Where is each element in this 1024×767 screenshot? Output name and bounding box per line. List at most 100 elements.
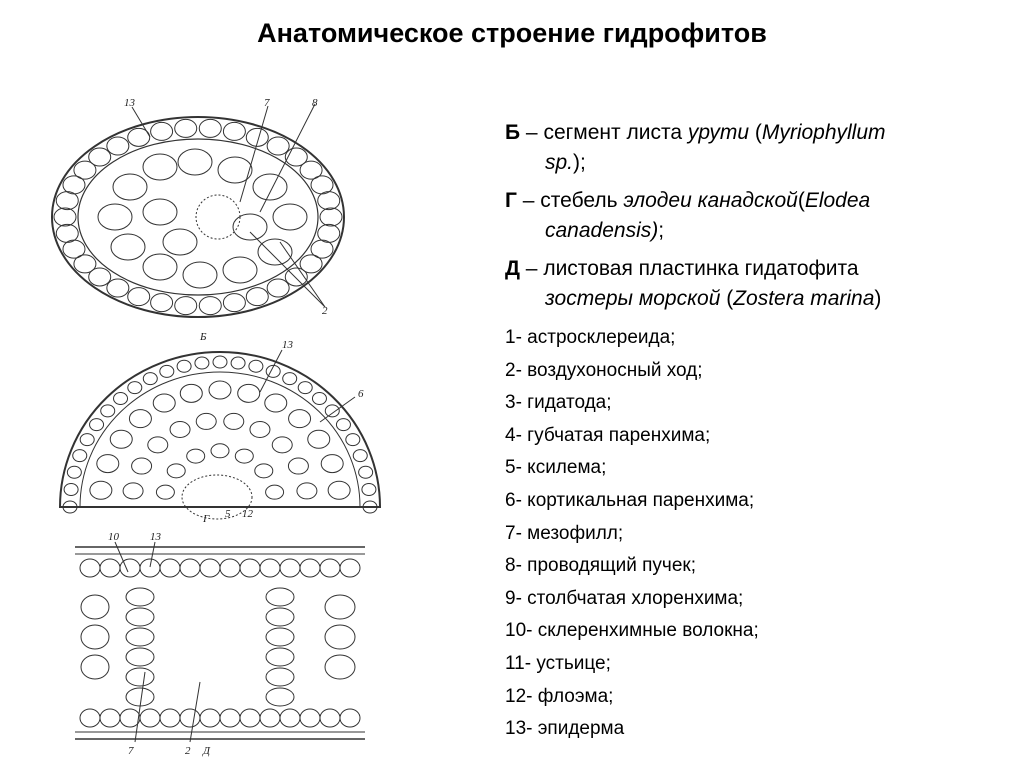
cell-outline [265, 667, 295, 687]
cell-outline [139, 558, 161, 578]
cell-outline [179, 383, 203, 403]
legend-item: 12- флоэма; [505, 685, 614, 707]
cell-outline [282, 372, 298, 386]
cell-outline [217, 156, 253, 184]
cell-outline [119, 708, 141, 728]
cell-outline [271, 436, 293, 454]
cell-outline [80, 624, 110, 650]
legend-item: 3- гидатода; [505, 392, 612, 414]
cell-outline [99, 558, 121, 578]
cell-outline [150, 293, 174, 313]
cell-outline [186, 448, 206, 464]
label-b12: 12 [242, 508, 254, 520]
cell-outline [299, 558, 321, 578]
cell-outline [72, 449, 88, 463]
cell-outline [239, 708, 261, 728]
label-b6: 6 [358, 388, 364, 400]
legend-item: 13- эпидерма [505, 718, 625, 740]
cell-outline [324, 624, 356, 650]
cell-outline [155, 484, 175, 500]
cell-outline [272, 203, 308, 231]
legend-item: 9- столбчатая хлоренхима; [505, 587, 744, 609]
cell-outline [361, 483, 377, 497]
cell-outline [362, 500, 378, 514]
cell-outline [257, 238, 293, 266]
cell-outline [198, 296, 222, 316]
cell-outline [127, 287, 151, 307]
cell-outline [162, 228, 198, 256]
legend-item: 8- проводящий пучек; [505, 555, 696, 577]
label-c7: 7 [128, 745, 134, 757]
cell-outline [125, 647, 155, 667]
label-b13: 13 [282, 339, 294, 351]
legend-item: 4- губчатая паренхима; [505, 424, 711, 446]
cell-outline [259, 708, 281, 728]
label-b-letter: Г [202, 513, 210, 525]
cell-outline [319, 207, 343, 227]
cell-outline [159, 558, 181, 578]
cell-outline [310, 239, 334, 259]
figure-g-stem [58, 349, 382, 520]
cell-outline [195, 412, 217, 430]
label-b5: 5 [225, 508, 231, 520]
cell-outline [288, 409, 312, 429]
cell-outline [159, 708, 181, 728]
cell-outline [345, 433, 361, 447]
cell-outline [96, 454, 120, 474]
cell-outline [287, 457, 309, 475]
cell-outline [324, 404, 340, 418]
cell-outline [174, 296, 198, 316]
cell-outline [62, 175, 86, 195]
cell-outline [80, 594, 110, 620]
legend-item: 7- мезофилл; [505, 522, 624, 544]
cell-outline [279, 558, 301, 578]
cell-outline [358, 465, 374, 479]
cell-outline [297, 381, 313, 395]
cell-outline [232, 213, 268, 241]
label-a2: 2 [322, 305, 328, 317]
cell-outline [131, 457, 153, 475]
cell-outline [166, 463, 186, 479]
cell-outline [265, 607, 295, 627]
cell-outline [142, 153, 178, 181]
cell-outline [299, 708, 321, 728]
cell-outline [142, 198, 178, 226]
cell-outline [319, 558, 341, 578]
cell-outline [307, 429, 331, 449]
cell-outline [352, 449, 368, 463]
cell-outline [259, 558, 281, 578]
cell-outline [79, 433, 95, 447]
cell-outline [223, 412, 245, 430]
cell-outline [319, 708, 341, 728]
cell-outline [89, 480, 113, 500]
cell-outline [80, 654, 110, 680]
cell-outline [317, 223, 341, 243]
cell-outline [174, 118, 198, 138]
cell-outline [284, 267, 308, 287]
legend-header-g: Г – стебель элодеи канадской(Elodea cana… [505, 189, 871, 242]
cell-outline [112, 173, 148, 201]
cell-outline [79, 558, 101, 578]
cell-outline [198, 118, 222, 138]
label-a7: 7 [264, 97, 270, 109]
label-c10: 10 [108, 531, 120, 543]
cell-outline [310, 175, 334, 195]
cell-outline [62, 239, 86, 259]
legend-header-d: Д – листовая пластинка гидатофита зостер… [505, 257, 882, 310]
page-title: Анатомическое строение гидрофитов [257, 18, 767, 48]
cell-outline [234, 448, 254, 464]
anatomy-drawing: 13 7 8 2 Б 13 6 5 12 Г [51, 97, 382, 757]
anatomy-figure: 13 7 8 2 Б 13 6 5 12 Г [20, 92, 390, 762]
cell-outline [219, 558, 241, 578]
cell-outline [249, 421, 271, 439]
cell-outline [73, 160, 97, 180]
legend-item: 1- астросклереида; [505, 327, 676, 348]
cell-outline [222, 293, 246, 313]
cell-outline [230, 356, 246, 370]
legend-item: 6- кортикальная паренхима; [505, 489, 755, 511]
cell-outline [139, 708, 161, 728]
cell-outline [159, 364, 175, 378]
label-c13: 13 [150, 531, 162, 543]
cell-outline [88, 267, 112, 287]
cell-outline [100, 404, 116, 418]
